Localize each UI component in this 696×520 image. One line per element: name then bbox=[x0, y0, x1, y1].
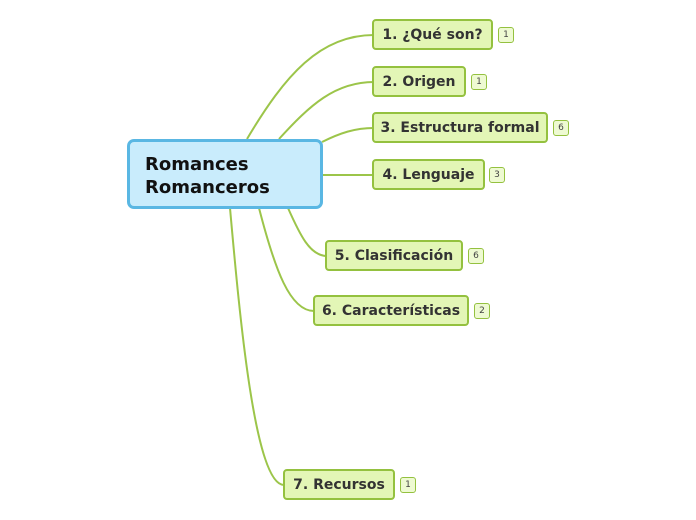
connector-6 bbox=[258, 207, 315, 312]
branch-origen[interactable]: 2. Origen bbox=[372, 66, 466, 97]
central-topic-line2: Romanceros bbox=[145, 177, 270, 198]
connector-1 bbox=[246, 34, 375, 140]
branch-label: 7. Recursos bbox=[293, 476, 385, 493]
branch-label: 6. Características bbox=[321, 302, 461, 319]
connector-3 bbox=[321, 127, 375, 143]
branch-label: 2. Origen bbox=[382, 73, 456, 90]
child-count-badge[interactable]: 3 bbox=[489, 167, 505, 183]
branch-que-son[interactable]: 1. ¿Qué son? bbox=[372, 19, 493, 50]
branch-label: 4. Lenguaje bbox=[382, 166, 475, 183]
branch-lenguaje[interactable]: 4. Lenguaje bbox=[372, 159, 485, 190]
branch-label: 3. Estructura formal bbox=[380, 119, 540, 136]
connector-2 bbox=[278, 81, 375, 140]
child-count-badge[interactable]: 1 bbox=[400, 477, 416, 493]
central-topic-line1: Romances bbox=[145, 154, 249, 175]
child-count-badge[interactable]: 6 bbox=[553, 120, 569, 136]
connector-7 bbox=[229, 207, 285, 486]
branch-label: 5. Clasificación bbox=[334, 247, 454, 264]
branch-clasificacion[interactable]: 5. Clasificación bbox=[325, 240, 463, 271]
branch-recursos[interactable]: 7. Recursos bbox=[283, 469, 395, 500]
child-count-badge[interactable]: 2 bbox=[474, 303, 490, 319]
central-topic[interactable]: Romances Romanceros bbox=[127, 139, 323, 209]
branch-caracteristicas[interactable]: 6. Características bbox=[313, 295, 469, 326]
branch-label: 1. ¿Qué son? bbox=[382, 26, 483, 43]
branch-estructura-formal[interactable]: 3. Estructura formal bbox=[372, 112, 548, 143]
child-count-badge[interactable]: 1 bbox=[498, 27, 514, 43]
child-count-badge[interactable]: 1 bbox=[471, 74, 487, 90]
connector-5 bbox=[287, 207, 328, 257]
child-count-badge[interactable]: 6 bbox=[468, 248, 484, 264]
